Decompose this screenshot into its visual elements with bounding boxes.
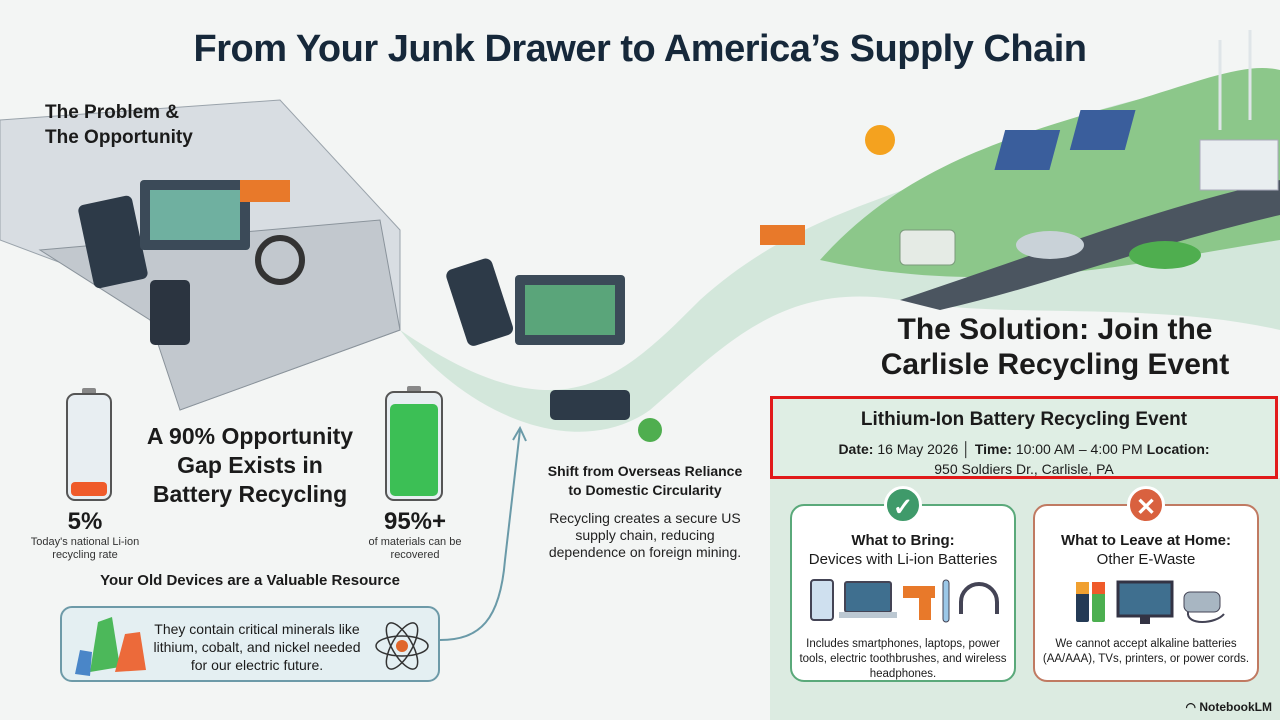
printer-cord-icon [1183,591,1225,623]
bring-card: ✓ What to Bring: Devices with Li-ion Bat… [790,486,1016,682]
time-label: Time: [974,441,1012,457]
phone-icon [810,579,834,621]
event-info: Date: 16 May 2026 │ Time: 10:00 AM – 4:0… [838,441,1210,477]
event-date: 16 May 2026 [877,441,959,457]
event-details: Lithium-Ion Battery Recycling Event Date… [770,396,1278,479]
bring-subheading: Devices with Li-ion Batteries [808,551,998,568]
low-battery-icon [66,388,112,501]
alkaline-battery-icon [1076,582,1105,622]
shift-heading: Shift from Overseas Reliance to Domestic… [547,463,743,498]
full-battery-icon [385,386,443,501]
car-icon [1016,231,1084,259]
atom-icon [375,622,429,670]
solar-panels-icon [994,110,1136,170]
shift-section: Shift from Overseas Reliance to Domestic… [545,462,745,561]
event-location: 950 Soldiers Dr., Carlisle, PA [934,461,1114,477]
location-label: Location: [1146,441,1210,457]
lightning-badge-icon [638,418,662,442]
tv-icon [1116,580,1174,624]
date-label: Date: [838,441,874,457]
shift-body: Recycling creates a secure US supply cha… [548,510,742,560]
headphones-icon [959,582,999,614]
stat-high: 95%+ of materials can be recovered [365,508,465,562]
leave-card: ✕ What to Leave at Home: Other E-Waste W… [1033,486,1259,682]
resource-callout: They contain critical minerals like lith… [60,606,440,682]
phone-icon [446,258,514,346]
drill-icon [760,225,805,245]
tablet-icon [78,195,148,289]
phone-icon [150,280,190,345]
solution-heading: The Solution: Join the Carlisle Recyclin… [880,313,1230,381]
problem-heading-line: The Opportunity [45,127,193,148]
battery-storage-icon [1199,139,1279,191]
device-icons [810,579,999,623]
bring-desc: Includes smartphones, laptops, power too… [799,638,1007,680]
stat-value: 95%+ [383,508,447,535]
page-title: From Your Junk Drawer to America’s Suppl… [193,28,1087,70]
x-icon: ✕ [1127,486,1165,524]
brand-name: NotebookLM [1199,700,1272,714]
crystals-icon [75,617,146,676]
drill-icon [903,586,935,620]
junk-drawer-illustration [0,99,401,411]
lightbulb-icon [865,125,895,155]
wind-turbine-icon [1218,30,1252,130]
event-title: Lithium-Ion Battery Recycling Event [860,409,1188,430]
check-icon: ✓ [884,486,922,524]
road [900,180,1280,310]
gap-heading: A 90% Opportunity Gap Exists in Battery … [146,423,354,507]
stat-low: 5% Today's national Li-ion recycling rat… [30,508,140,562]
leave-subheading: Other E-Waste [1096,551,1196,568]
leave-desc: We cannot accept alkaline batteries (AA/… [1042,638,1250,665]
bring-heading: What to Bring: [851,532,955,549]
excluded-icons [1076,580,1225,624]
resource-text: They contain critical minerals like lith… [153,621,361,673]
problem-heading-line: The Problem & [45,102,180,123]
stat-desc: Today's national Li-ion recycling rate [30,536,140,561]
resource-heading: Your Old Devices are a Valuable Resource [100,572,400,589]
laptop-icon [844,581,892,613]
power-bank-icon [899,229,956,266]
headphones-icon [255,235,305,285]
problem-heading: The Problem & The Opportunity [45,100,193,150]
stat-value: 5% [67,508,103,535]
arrow-path [439,429,521,641]
event-time: 10:00 AM – 4:00 PM [1015,441,1143,457]
stat-desc: of materials can be recovered [368,536,462,561]
drill-icon [240,180,290,202]
phone-icon [550,390,630,420]
leave-heading: What to Leave at Home: [1060,532,1232,549]
brand-label: ◠ NotebookLM [1185,700,1272,714]
toothbrush-icon [942,579,950,623]
ev-car-icon [1129,241,1201,269]
